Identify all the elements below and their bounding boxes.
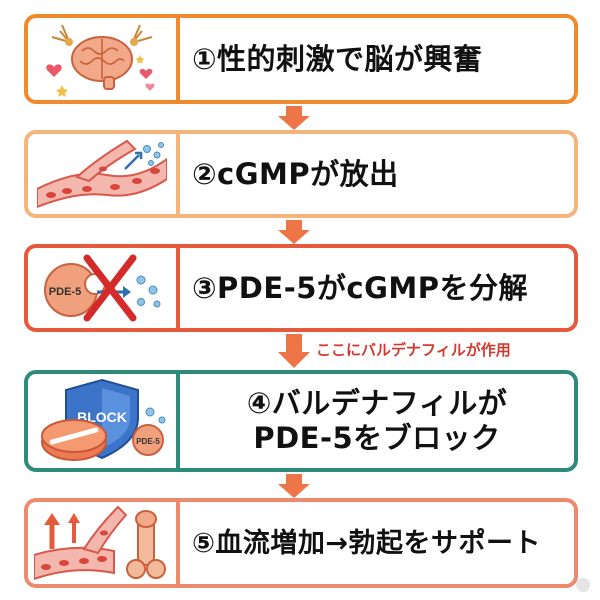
step-1-text: ①性的刺激で脳が興奮 bbox=[192, 41, 483, 76]
step-5-icon-cell bbox=[28, 502, 180, 584]
step-3-text: ③PDE-5がcGMPを分解 bbox=[192, 270, 529, 305]
blood-flow-icon bbox=[34, 505, 166, 581]
step-4-icon-cell: BLOCK PDE-5 bbox=[28, 374, 180, 468]
pde5-label: PDE-5 bbox=[49, 286, 81, 298]
step-5-text-cell: ⑤血流増加→勃起をサポート bbox=[180, 502, 574, 584]
step-3-box: PDE-5 ③PDE-5がcGMPを分解 bbox=[24, 244, 578, 332]
step-4-box: BLOCK PDE-5 ④バルデナフィルが PDE-5をブロック bbox=[24, 370, 578, 472]
step-1-box: ①性的刺激で脳が興奮 bbox=[24, 14, 578, 104]
arrow-down-icon bbox=[278, 106, 310, 130]
step-2-text-cell: ②cGMPが放出 bbox=[180, 134, 574, 214]
brain-icon bbox=[46, 24, 155, 97]
arrow-down-icon bbox=[278, 334, 310, 368]
step-1-text-cell: ①性的刺激で脳が興奮 bbox=[180, 18, 574, 100]
arrow-down-icon bbox=[278, 474, 310, 498]
step-4-text-cell: ④バルデナフィルが PDE-5をブロック bbox=[180, 374, 574, 468]
pde5-breakdown-icon: PDE-5 bbox=[44, 254, 161, 322]
step-4-text: ④バルデナフィルが PDE-5をブロック bbox=[246, 386, 508, 455]
step-2-icon-cell bbox=[28, 134, 180, 214]
blood-vessel-icon bbox=[37, 139, 167, 209]
watermark-icon bbox=[576, 578, 590, 592]
pill-shield-icon: BLOCK PDE-5 bbox=[41, 378, 166, 461]
arrow-down-icon bbox=[278, 220, 310, 244]
step-1-icon-cell bbox=[28, 18, 180, 100]
pde5-small-label: PDE-5 bbox=[136, 437, 160, 446]
step-3-text-cell: ③PDE-5がcGMPを分解 bbox=[180, 248, 574, 328]
step-5-box: ⑤血流増加→勃起をサポート bbox=[24, 498, 578, 588]
step-5-text: ⑤血流増加→勃起をサポート bbox=[192, 527, 541, 559]
step-3-icon-cell: PDE-5 bbox=[28, 248, 180, 328]
step-2-text: ②cGMPが放出 bbox=[192, 156, 399, 191]
action-note: ここにバルデナフィルが作用 bbox=[316, 341, 511, 359]
step-2-box: ②cGMPが放出 bbox=[24, 130, 578, 218]
